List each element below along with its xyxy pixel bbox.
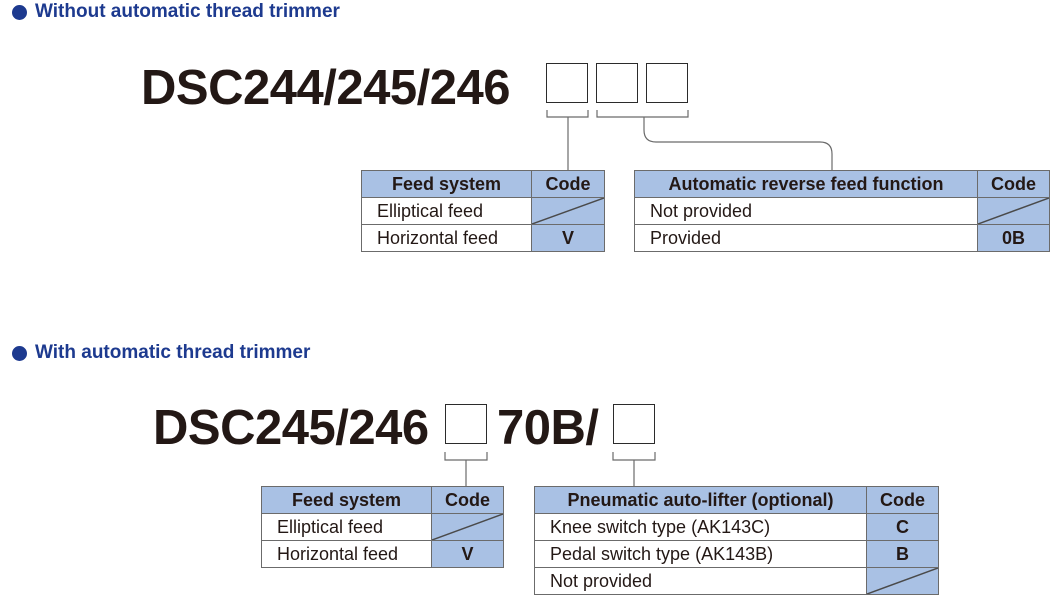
row-name: Knee switch type (AK143C) xyxy=(534,513,867,541)
row-name: Not provided xyxy=(534,567,867,595)
row-code: 0B xyxy=(977,224,1050,252)
section-title-text: Without automatic thread trimmer xyxy=(35,1,340,22)
header-code: Code xyxy=(866,486,939,514)
header-feed-system: Feed system xyxy=(361,170,532,198)
section-title-text: With automatic thread trimmer xyxy=(35,342,311,363)
model-code-1: DSC244/245/246 xyxy=(141,61,510,115)
table-row: Horizontal feed V xyxy=(361,224,605,252)
bullet-icon xyxy=(12,345,27,361)
table-pneumatic-auto-lifter: Pneumatic auto-lifter (optional) Code Kn… xyxy=(534,486,939,595)
code-slot-1c xyxy=(646,63,688,103)
code-slot-1b xyxy=(596,63,638,103)
table-feed-system-1: Feed system Code Elliptical feed Horizon… xyxy=(361,170,605,252)
row-name: Elliptical feed xyxy=(361,197,532,225)
model-code-2-middle: 70B/ xyxy=(497,401,599,455)
bullet-icon xyxy=(12,4,27,20)
table-row: Provided 0B xyxy=(634,224,1050,252)
row-code-not-applicable xyxy=(977,197,1050,225)
header-pneumatic-auto-lifter: Pneumatic auto-lifter (optional) xyxy=(534,486,867,514)
row-name: Pedal switch type (AK143B) xyxy=(534,540,867,568)
row-code: C xyxy=(866,513,939,541)
section-title-with-trimmer: With automatic thread trimmer xyxy=(12,342,310,364)
code-slot-2a xyxy=(445,404,487,444)
row-code: V xyxy=(431,540,504,568)
section-title-without-trimmer: Without automatic thread trimmer xyxy=(12,1,340,23)
table-row: Pedal switch type (AK143B) B xyxy=(534,540,939,568)
code-slot-1a xyxy=(546,63,588,103)
table-row: Horizontal feed V xyxy=(261,540,504,568)
row-name: Horizontal feed xyxy=(361,224,532,252)
header-reverse-feed: Automatic reverse feed function xyxy=(634,170,978,198)
table-feed-system-2: Feed system Code Elliptical feed Horizon… xyxy=(261,486,504,568)
connector-slot-1bc xyxy=(643,117,833,170)
header-code: Code xyxy=(977,170,1050,198)
table-row: Elliptical feed xyxy=(261,513,504,541)
header-code: Code xyxy=(531,170,605,198)
bracket-slot-2a xyxy=(444,452,488,461)
table-reverse-feed: Automatic reverse feed function Code Not… xyxy=(634,170,1050,252)
row-name: Not provided xyxy=(634,197,978,225)
table-row: Not provided xyxy=(634,197,1050,225)
table-row: Elliptical feed xyxy=(361,197,605,225)
code-slot-2b xyxy=(613,404,655,444)
row-code-not-applicable xyxy=(531,197,605,225)
row-name: Provided xyxy=(634,224,978,252)
row-code: V xyxy=(531,224,605,252)
row-code-not-applicable xyxy=(866,567,939,595)
table-row: Not provided xyxy=(534,567,939,595)
header-feed-system: Feed system xyxy=(261,486,432,514)
bracket-slot-1a xyxy=(546,110,589,118)
bracket-slot-2b xyxy=(612,452,656,461)
model-code-2: DSC245/246 xyxy=(153,401,429,455)
bracket-slot-1bc xyxy=(596,110,689,118)
row-code: B xyxy=(866,540,939,568)
table-row: Knee switch type (AK143C) C xyxy=(534,513,939,541)
row-code-not-applicable xyxy=(431,513,504,541)
header-code: Code xyxy=(431,486,504,514)
row-name: Horizontal feed xyxy=(261,540,432,568)
row-name: Elliptical feed xyxy=(261,513,432,541)
